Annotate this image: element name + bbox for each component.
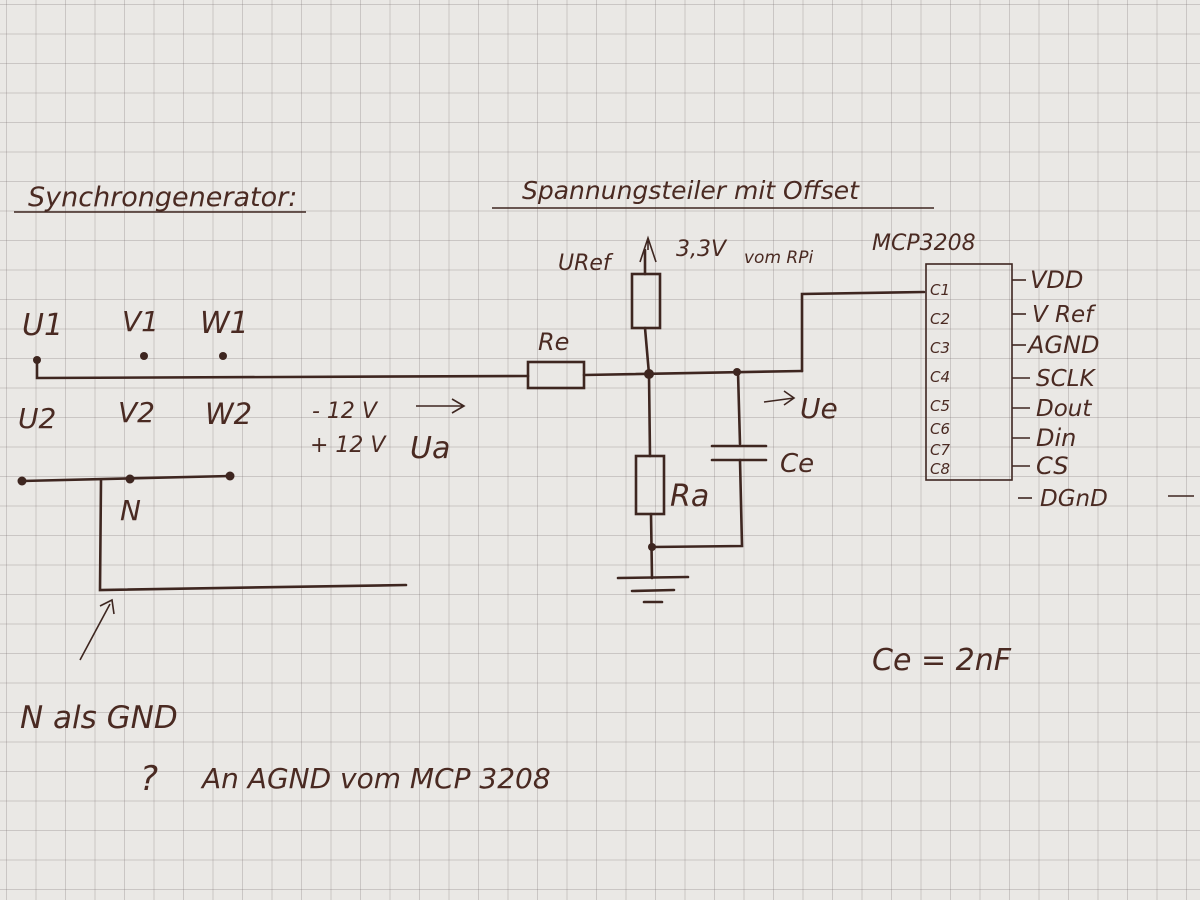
pin-sclk: SCLK <box>1036 366 1096 392</box>
input-voltage-neg: - 12 V <box>312 399 379 424</box>
ue-label: Ue <box>800 392 838 425</box>
wire-uref-node <box>643 326 651 376</box>
pin-dout: Dout <box>1036 396 1092 422</box>
channel-c3: C3 <box>930 339 950 357</box>
note-n-as-gnd: N als GND <box>20 700 178 736</box>
terminal-u2-label: U2 <box>18 402 56 435</box>
channel-c6: C6 <box>930 420 950 438</box>
ra-label: Ra <box>670 479 709 514</box>
ua-label: Ua <box>410 431 450 466</box>
pin-agnd: AGND <box>1026 331 1099 359</box>
generator-top-terminals: U1 V1 W1 <box>22 305 249 364</box>
mcp3208-channels: C1 C2 C3 C4 C5 C6 C7 C8 <box>930 281 950 478</box>
note-question-mark: ? <box>140 759 158 799</box>
input-voltage-pos: + 12 V <box>310 433 387 458</box>
pin-dgnd: DGnD <box>1040 486 1108 512</box>
pin-din: Din <box>1036 424 1076 452</box>
channel-c4: C4 <box>930 368 950 386</box>
terminal-w1-dot <box>219 352 227 360</box>
wire-cap-ground <box>650 458 744 549</box>
n-as-gnd-arrow <box>79 598 115 661</box>
ground-line-2 <box>630 588 676 593</box>
terminal-v1-dot <box>140 352 148 360</box>
generator-bottom-terminals: U2 V2 W2 <box>18 396 252 435</box>
wire-ra-top <box>647 372 652 458</box>
terminal-w2-label: W2 <box>205 397 252 431</box>
heading-spannungsteiler: Spannungsteiler mit Offset <box>522 176 860 205</box>
mcp3208-pins: VDD V Ref AGND SCLK Dout Din CS DGnD <box>1012 266 1194 512</box>
terminal-v1-label: V1 <box>122 305 159 338</box>
terminal-u1-label: U1 <box>22 308 63 343</box>
note-question-text: An AGND vom MCP 3208 <box>200 762 551 795</box>
neutral-label: N <box>120 494 141 527</box>
channel-c8: C8 <box>930 460 950 478</box>
channel-c5: C5 <box>930 397 950 415</box>
channel-c7: C7 <box>930 441 950 459</box>
wire-node-bus <box>582 369 804 377</box>
ue-arrow <box>763 390 796 406</box>
neutral-dot-right <box>225 471 235 481</box>
wire-to-c1 <box>800 290 926 373</box>
pin-cs: CS <box>1036 452 1068 480</box>
resistor-re <box>526 360 586 390</box>
channel-c2: C2 <box>930 310 950 328</box>
supply-source-label: vom RPi <box>744 248 813 268</box>
note-ce-value: Ce = 2nF <box>872 643 1012 678</box>
pin-vdd: VDD <box>1030 266 1083 294</box>
mcp3208-chip <box>925 263 1013 481</box>
re-label: Re <box>538 328 569 356</box>
node-ground <box>648 543 656 551</box>
resistor-uref <box>630 272 662 330</box>
heading-synchrongenerator: Synchrongenerator: <box>28 182 297 213</box>
neutral-dot-mid <box>125 474 135 484</box>
ce-label: Ce <box>780 449 814 479</box>
uref-arrow <box>639 235 657 263</box>
terminal-w1-label: W1 <box>200 306 249 341</box>
channel-c1: C1 <box>930 281 950 299</box>
supply-voltage-label: 3,3V <box>676 237 728 262</box>
wire-neutral-ground <box>98 478 408 592</box>
terminal-v2-label: V2 <box>118 396 155 429</box>
wire-cap-top <box>736 370 742 446</box>
uref-label: URef <box>558 251 614 276</box>
pin-vref: V Ref <box>1032 302 1096 328</box>
resistor-ra <box>634 454 666 516</box>
mcp3208-title: MCP3208 <box>872 231 976 256</box>
ua-arrow <box>416 398 466 414</box>
ground-line-1 <box>616 575 690 580</box>
wire-u1-to-re <box>35 358 530 380</box>
neutral-dot-left <box>17 476 27 486</box>
